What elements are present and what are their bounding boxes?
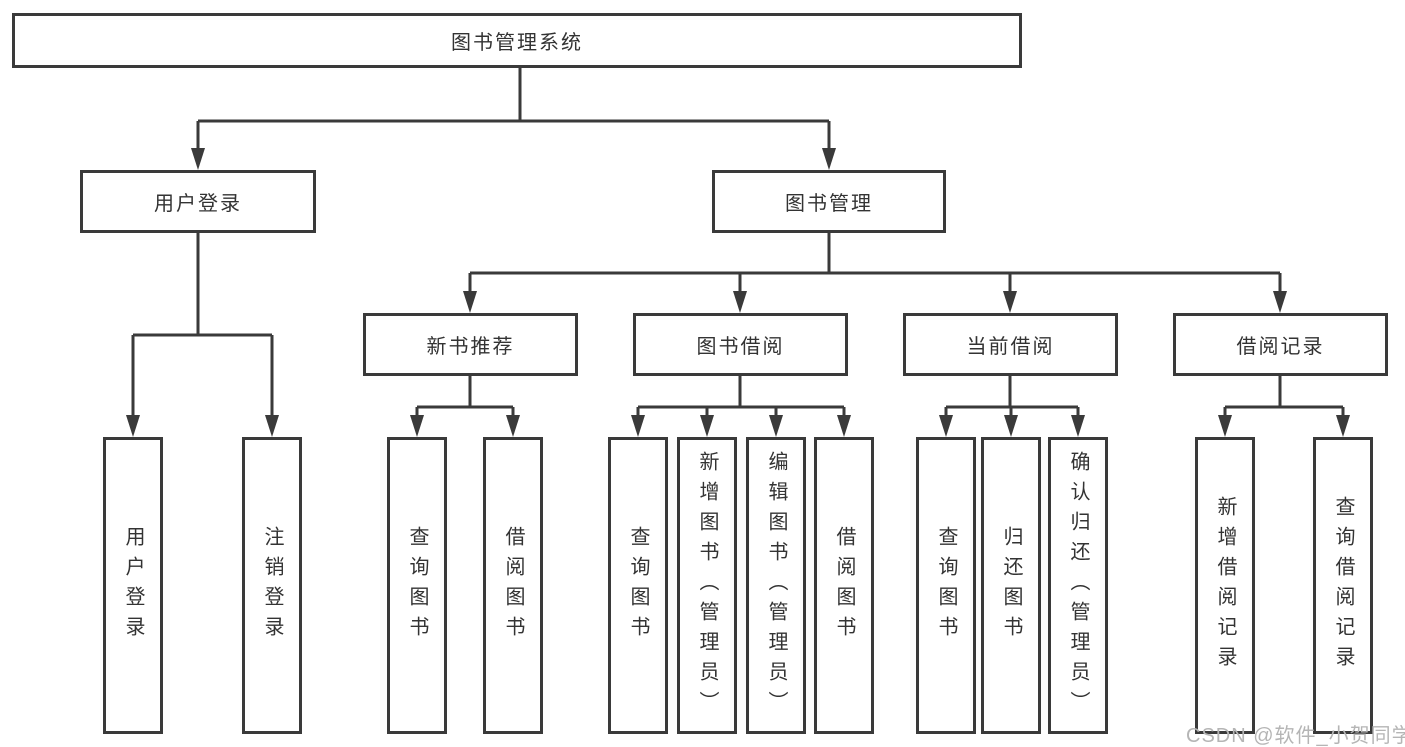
node-current-borrowing: 当前借阅: [903, 313, 1118, 376]
leaf-add-books-admin: 新增图书（管理员）: [677, 437, 737, 734]
node-borrowing-records: 借阅记录: [1173, 313, 1388, 376]
edge-book-management-to-level3: [463, 233, 1287, 313]
csdn-watermark: CSDN @软件_小贺同学: [1186, 725, 1405, 747]
leaf-recommend-query-books: 查询图书: [387, 437, 447, 734]
leaf-return-books: 归还图书: [981, 437, 1041, 734]
leaf-recommend-borrow-books: 借阅图书: [483, 437, 543, 734]
edge-current-borrowing-to-leaves: [939, 376, 1085, 437]
leaf-borrowing-borrow-books: 借阅图书: [814, 437, 874, 734]
edge-book-borrowing-to-leaves: [631, 376, 851, 437]
node-user-login: 用户登录: [80, 170, 316, 233]
leaf-current-query-books: 查询图书: [916, 437, 976, 734]
leaf-edit-books-admin: 编辑图书（管理员）: [746, 437, 806, 734]
node-new-book-recommend: 新书推荐: [363, 313, 578, 376]
leaf-borrowing-query-books: 查询图书: [608, 437, 668, 734]
leaf-confirm-return-admin: 确认归还（管理员）: [1048, 437, 1108, 734]
leaf-user-login: 用户登录: [103, 437, 163, 734]
node-library-management-system: 图书管理系统: [12, 13, 1022, 68]
edge-new-book-recommend-to-leaves: [410, 376, 520, 437]
leaf-add-borrow-record: 新增借阅记录: [1195, 437, 1255, 734]
leaf-query-borrow-record: 查询借阅记录: [1313, 437, 1373, 734]
edge-borrowing-records-to-leaves: [1218, 376, 1350, 437]
edge-root-to-level2: [191, 68, 836, 170]
leaf-logout: 注销登录: [242, 437, 302, 734]
edge-user-login-to-leaves: [126, 233, 279, 437]
node-book-management: 图书管理: [712, 170, 946, 233]
node-book-borrowing: 图书借阅: [633, 313, 848, 376]
